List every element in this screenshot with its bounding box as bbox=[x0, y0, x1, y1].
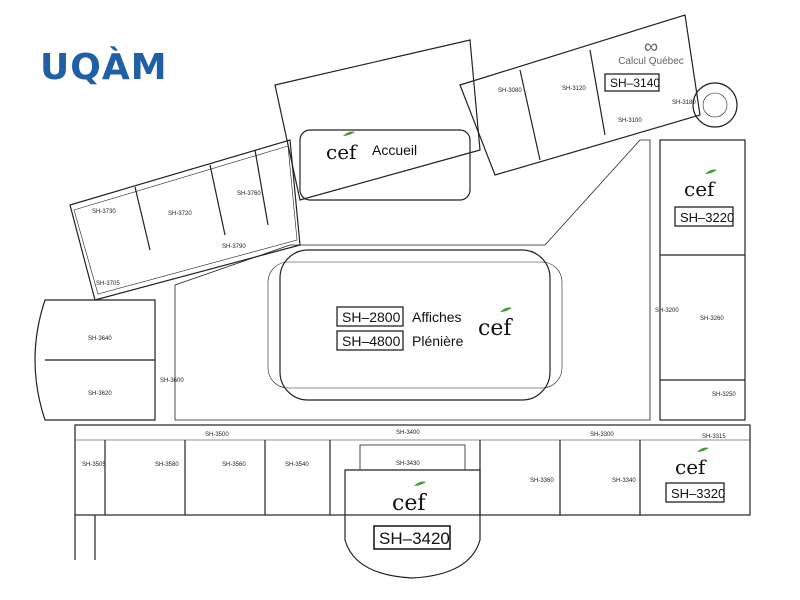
sh3220-label: SH–3220 bbox=[680, 210, 734, 225]
room-box bbox=[665, 482, 725, 503]
room-label: SH-3200 bbox=[655, 308, 679, 314]
room-label: SH-3640 bbox=[88, 336, 112, 342]
leaf-icon bbox=[705, 169, 717, 174]
room-label: SH-3180 bbox=[672, 100, 696, 106]
room-box bbox=[336, 306, 404, 327]
infinity-icon: ∞ bbox=[643, 36, 659, 58]
room-label: SH-3315 bbox=[702, 434, 726, 440]
affiches-label: Affiches bbox=[412, 309, 462, 325]
room-label: SH-3760 bbox=[237, 191, 261, 197]
room-label: SH-3360 bbox=[530, 478, 554, 484]
auditorium-outline bbox=[279, 249, 551, 401]
uqam-logo: UQÀM bbox=[40, 47, 168, 88]
room-label: SH-3500 bbox=[205, 432, 229, 438]
sh3140-label: SH–3140 bbox=[610, 76, 660, 90]
room-box bbox=[336, 330, 404, 351]
room-box bbox=[373, 525, 451, 550]
room-label: SH-3120 bbox=[562, 86, 586, 92]
room-label: SH-3560 bbox=[222, 462, 246, 468]
room-label: SH-3430 bbox=[396, 461, 420, 467]
wing-west-annex bbox=[34, 299, 156, 421]
room-label: SH-3080 bbox=[498, 88, 522, 94]
room-label: SH-3600 bbox=[160, 378, 184, 384]
cef-logo: cef bbox=[675, 455, 707, 479]
room-label: SH-3505 bbox=[82, 462, 106, 468]
room-labels: SH-3730 SH-3720 SH-3760 SH-3790 SH-3705 … bbox=[82, 86, 736, 484]
wall bbox=[589, 49, 606, 136]
cef-logo: cef bbox=[326, 140, 358, 164]
room-label: SH-3300 bbox=[590, 432, 614, 438]
room-label: SH-3250 bbox=[712, 392, 736, 398]
room-label: SH-3620 bbox=[88, 391, 112, 397]
wall bbox=[519, 69, 541, 161]
room-label: SH-3340 bbox=[612, 478, 636, 484]
sh3420-label: SH–3420 bbox=[379, 529, 450, 548]
room-label: SH-3260 bbox=[700, 316, 724, 322]
room-label: SH-3790 bbox=[222, 244, 246, 250]
room-label: SH-3100 bbox=[618, 118, 642, 124]
cef-logo: cef bbox=[684, 177, 716, 201]
sh2800-label: SH–2800 bbox=[342, 309, 401, 325]
wing-south bbox=[74, 424, 751, 516]
leaf-icon bbox=[500, 307, 512, 312]
building-walls bbox=[34, 14, 751, 579]
sh3320-label: SH–3320 bbox=[671, 486, 725, 501]
spiral-stair bbox=[692, 82, 738, 128]
wing-northeast bbox=[459, 14, 701, 176]
cef-logo: cef bbox=[478, 316, 513, 341]
stairs bbox=[359, 444, 466, 471]
room-label: SH-3705 bbox=[96, 281, 120, 287]
south-rotunda bbox=[344, 469, 481, 579]
wing-east bbox=[659, 139, 746, 421]
accueil-label: Accueil bbox=[372, 142, 417, 158]
wall bbox=[209, 164, 226, 236]
leaf-icon bbox=[697, 447, 709, 452]
leaf-icon bbox=[343, 131, 355, 136]
room-label: SH-3400 bbox=[396, 430, 420, 436]
room-label: SH-3580 bbox=[155, 462, 179, 468]
room-label: SH-3720 bbox=[168, 211, 192, 217]
courtyard-frame bbox=[174, 139, 651, 421]
cef-logo: cef bbox=[392, 491, 427, 516]
accueil-room bbox=[299, 129, 471, 201]
room-label: SH-3540 bbox=[285, 462, 309, 468]
entrance-hall bbox=[274, 39, 481, 201]
leaf-icon bbox=[414, 481, 426, 486]
wall bbox=[254, 149, 269, 226]
room-box bbox=[604, 73, 660, 92]
pleniere-label: Plénière bbox=[412, 333, 464, 349]
room-label: SH-3730 bbox=[92, 209, 116, 215]
highlights: cef Accueil SH–3140 cef SH–3220 SH–2800 … bbox=[326, 73, 734, 550]
sh4800-label: SH–4800 bbox=[342, 333, 401, 349]
room-box bbox=[674, 206, 734, 227]
wall bbox=[134, 186, 151, 251]
wing-northwest bbox=[69, 139, 301, 301]
calcul-quebec-logo: ∞ Calcul Québec bbox=[606, 36, 696, 67]
partner-name: Calcul Québec bbox=[618, 56, 684, 67]
